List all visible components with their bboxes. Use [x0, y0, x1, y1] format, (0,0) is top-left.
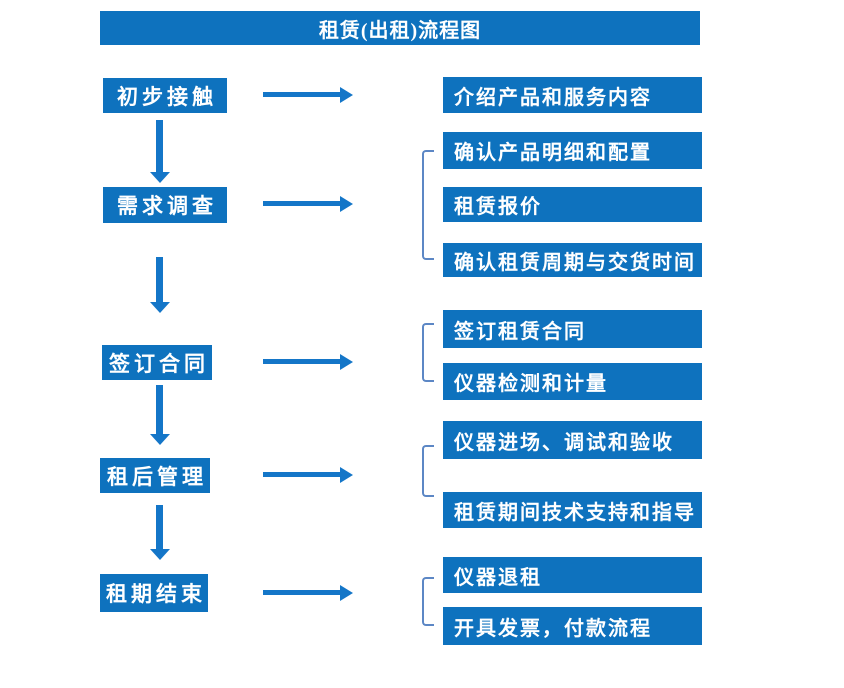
detail-box-instrument-setup-acceptance: 仪器进场、调试和验收: [443, 421, 702, 459]
arrow-shaft: [263, 472, 342, 477]
flow-arrow-down-3: [150, 385, 170, 445]
arrow-head-icon: [150, 302, 170, 313]
flow-arrow-right-1: [263, 87, 353, 103]
flow-arrow-right-4: [263, 467, 353, 483]
stage-box-demand-survey: 需求调查: [103, 187, 227, 223]
arrow-shaft: [156, 385, 163, 435]
detail-box-instrument-return: 仪器退租: [443, 557, 702, 593]
arrow-shaft: [263, 590, 342, 595]
stage-box-sign-contract: 签订合同: [102, 345, 212, 380]
group-bracket-post-rental: [422, 445, 434, 497]
arrow-head-icon: [340, 354, 353, 370]
flow-arrow-down-1: [150, 120, 170, 183]
group-bracket-demand-survey: [422, 150, 434, 260]
flow-arrow-down-2: [150, 257, 170, 313]
stage-box-initial-contact: 初步接触: [103, 78, 227, 113]
arrow-head-icon: [340, 585, 353, 601]
arrow-head-icon: [150, 172, 170, 183]
detail-box-instrument-testing: 仪器检测和计量: [443, 363, 702, 400]
arrow-shaft: [263, 359, 342, 364]
group-bracket-rental-end: [422, 577, 434, 626]
flowchart-title: 租赁(出租)流程图: [100, 11, 700, 45]
arrow-shaft: [156, 505, 163, 550]
arrow-shaft: [263, 92, 342, 97]
detail-box-sign-rental-contract: 签订租赁合同: [443, 310, 702, 348]
arrow-shaft: [263, 201, 342, 206]
detail-box-introduce-products: 介绍产品和服务内容: [443, 77, 702, 113]
detail-box-invoice-payment: 开具发票，付款流程: [443, 607, 702, 645]
stage-box-post-rental-management: 租后管理: [100, 458, 210, 493]
arrow-head-icon: [340, 87, 353, 103]
arrow-head-icon: [340, 467, 353, 483]
flow-arrow-right-5: [263, 585, 353, 601]
group-bracket-sign-contract: [422, 323, 434, 382]
detail-box-rental-quote: 租赁报价: [443, 187, 702, 222]
detail-box-confirm-rental-period: 确认租赁周期与交货时间: [443, 243, 702, 277]
arrow-head-icon: [150, 434, 170, 445]
stage-box-rental-end: 租期结束: [100, 574, 208, 612]
detail-box-tech-support: 租赁期间技术支持和指导: [443, 492, 702, 528]
arrow-head-icon: [150, 549, 170, 560]
arrow-shaft: [156, 120, 163, 173]
flow-arrow-right-2: [263, 196, 353, 212]
flow-arrow-right-3: [263, 354, 353, 370]
flow-arrow-down-4: [150, 505, 170, 560]
arrow-head-icon: [340, 196, 353, 212]
detail-box-confirm-product-details: 确认产品明细和配置: [443, 132, 702, 169]
arrow-shaft: [156, 257, 163, 303]
